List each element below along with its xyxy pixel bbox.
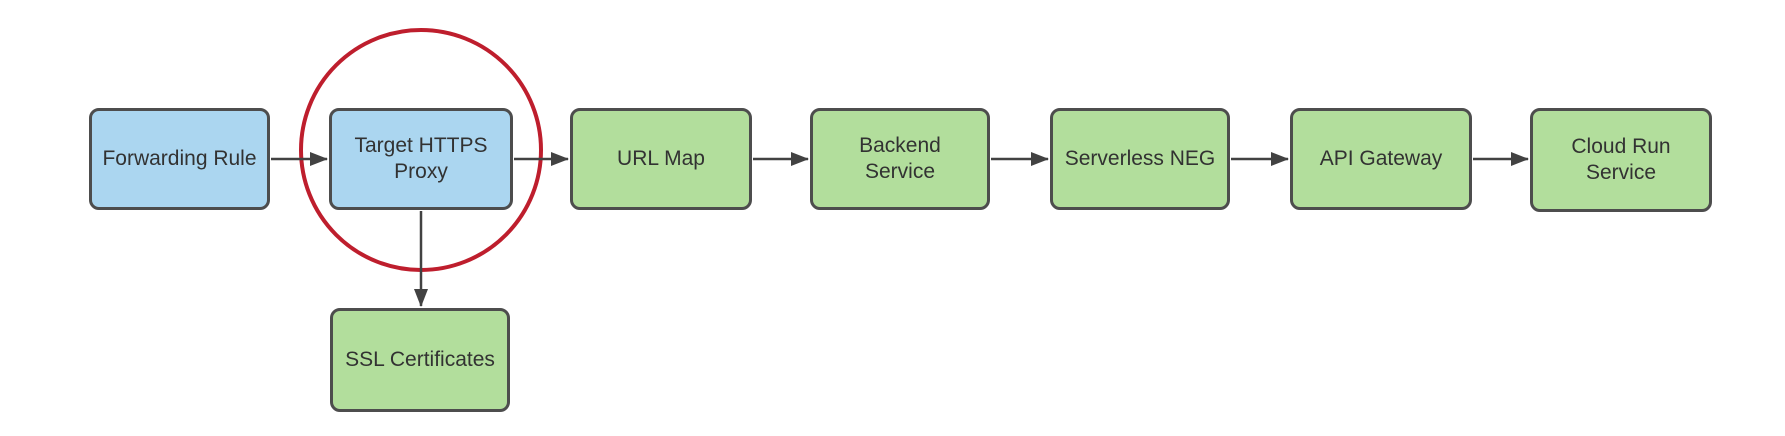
node-forwarding-rule-label: Forwarding Rule xyxy=(102,146,257,170)
node-serverless-neg-label: Serverless NEG xyxy=(1064,146,1216,170)
node-backend-service-label: Backend Service xyxy=(859,133,941,183)
node-api-gateway-label: API Gateway xyxy=(1319,146,1443,170)
node-forwarding-rule: Forwarding Rule xyxy=(89,108,270,210)
node-url-map-label: URL Map xyxy=(617,146,705,170)
node-target-https-proxy: Target HTTPS Proxy xyxy=(329,108,513,210)
node-target-https-proxy-label: Target HTTPS Proxy xyxy=(354,133,488,183)
node-cloud-run-service-label: Cloud Run Service xyxy=(1571,134,1671,184)
node-cloud-run-service: Cloud Run Service xyxy=(1530,108,1712,212)
node-url-map: URL Map xyxy=(570,108,752,210)
node-api-gateway: API Gateway xyxy=(1290,108,1472,210)
node-ssl-certificates-label: SSL Certificates xyxy=(345,347,495,371)
node-serverless-neg: Serverless NEG xyxy=(1050,108,1230,210)
node-ssl-certificates: SSL Certificates xyxy=(330,308,510,412)
node-backend-service: Backend Service xyxy=(810,108,990,210)
